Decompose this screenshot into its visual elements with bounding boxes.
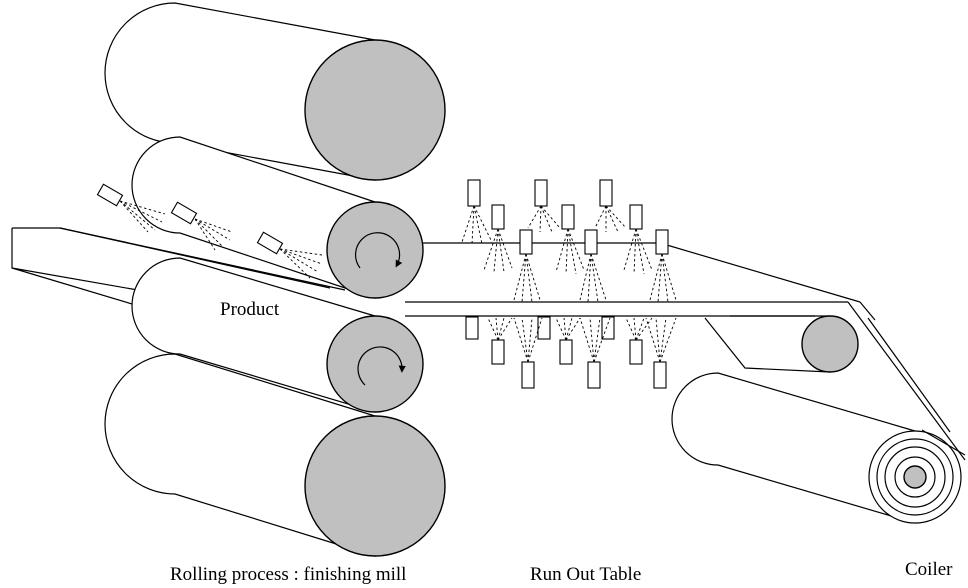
nozzle <box>170 201 198 225</box>
nozzle <box>655 229 669 255</box>
nozzle <box>599 179 613 207</box>
nozzle <box>491 204 505 230</box>
rotation-arrow-counterclockwise <box>357 346 406 386</box>
nozzle <box>587 361 601 389</box>
nozzle <box>629 339 643 365</box>
nozzle <box>96 183 124 207</box>
rolling-process-label: Rolling process : finishing mill <box>170 564 406 585</box>
bottom-work-roll <box>131 257 424 413</box>
nozzle <box>491 339 505 365</box>
nozzle <box>256 231 284 255</box>
top-work-roll <box>131 136 424 299</box>
nozzle <box>537 316 551 340</box>
nozzle <box>519 229 533 255</box>
nozzle <box>534 179 548 207</box>
run-out-table-label: Run Out Table <box>530 564 641 585</box>
table-roller <box>704 315 859 373</box>
coiler <box>671 372 966 524</box>
lower-sprays <box>487 317 677 363</box>
nozzle <box>601 316 615 340</box>
upper-spray-nozzles <box>467 179 669 255</box>
product-label: Product <box>220 299 280 320</box>
upper-sprays <box>461 205 677 303</box>
rotation-arrow-clockwise <box>354 232 403 269</box>
nozzle <box>561 204 575 230</box>
mill-coolant-sprays <box>119 200 323 279</box>
nozzle <box>467 179 481 207</box>
nozzle <box>584 229 598 255</box>
nozzle <box>521 361 535 389</box>
mill-coolant-nozzles <box>96 183 284 255</box>
top-backup-roll <box>104 2 446 181</box>
lower-spray-nozzles <box>465 316 667 389</box>
nozzle <box>653 361 667 389</box>
nozzle <box>629 204 643 230</box>
nozzle <box>465 316 479 340</box>
nozzle <box>559 339 573 365</box>
coiler-label: Coiler <box>905 559 953 580</box>
bottom-backup-roll <box>104 353 446 557</box>
